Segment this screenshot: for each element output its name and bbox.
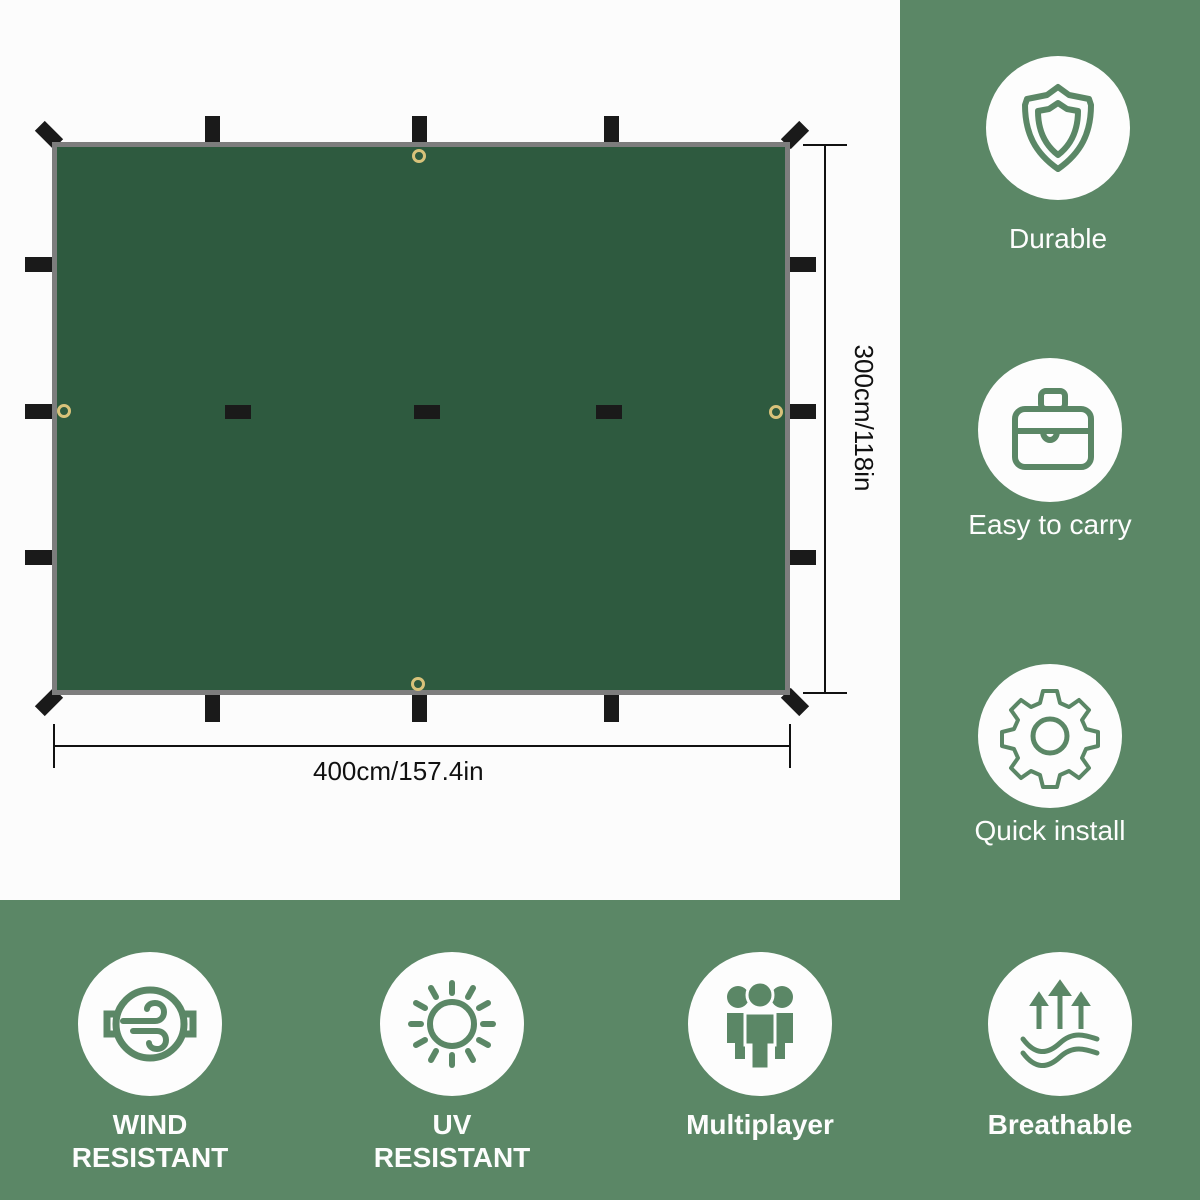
feature-multiplayer: Multiplayer <box>670 952 850 1141</box>
feature-label: Quick install <box>974 815 1126 846</box>
grommet-bottom <box>411 677 425 691</box>
edge-strap-right <box>790 550 816 565</box>
grommet-right <box>769 405 783 419</box>
edge-strap-left <box>25 550 52 565</box>
edge-strap-left <box>25 404 52 419</box>
feature-durable: Durable <box>983 56 1133 255</box>
feature-breathable: Breathable <box>970 952 1150 1141</box>
feature-label: Multiplayer <box>686 1109 834 1140</box>
edge-strap-left <box>25 257 52 272</box>
edge-strap-bottom <box>412 695 427 722</box>
feature-label: Breathable <box>987 1109 1133 1140</box>
feature-wind-resistant: WIND RESISTANT <box>60 952 240 1174</box>
edge-strap-right <box>790 404 816 419</box>
height-dimension-line <box>824 144 826 694</box>
grommet-left <box>57 404 71 418</box>
edge-strap-right <box>790 257 816 272</box>
people-icon <box>727 980 793 1071</box>
height-dimension-tick-top <box>803 144 847 146</box>
edge-strap-top <box>205 116 220 143</box>
edge-strap-top <box>412 116 427 143</box>
ridge-strap <box>414 405 440 419</box>
grommet-top <box>412 149 426 163</box>
edge-strap-bottom <box>205 695 220 722</box>
height-dimension-label: 300cm/118in <box>848 344 879 492</box>
edge-strap-top <box>604 116 619 143</box>
width-dimension-tick-left <box>53 724 55 768</box>
feature-uv-resistant: UV RESISTANT <box>362 952 542 1174</box>
ridge-strap <box>225 405 251 419</box>
gear-icon <box>1000 689 1100 789</box>
feature-easy-to-carry: Easy to carry <box>950 358 1150 541</box>
feature-label: Durable <box>1008 223 1108 254</box>
edge-strap-bottom <box>604 695 619 722</box>
breathable-arrows-icon <box>1020 979 1100 1068</box>
briefcase-icon <box>1012 388 1094 470</box>
sun-icon <box>408 980 496 1068</box>
feature-label: WIND RESISTANT <box>71 1109 229 1173</box>
shield-icon <box>1022 84 1094 172</box>
width-dimension-tick-right <box>789 724 791 768</box>
feature-quick-install: Quick install <box>950 664 1150 847</box>
feature-label: UV RESISTANT <box>373 1109 531 1173</box>
width-dimension-label: 400cm/157.4in <box>313 756 484 786</box>
height-dimension-tick-bottom <box>803 692 847 694</box>
ridge-strap <box>596 405 622 419</box>
feature-label: Easy to carry <box>968 509 1132 540</box>
width-dimension-line <box>53 745 791 747</box>
wind-icon <box>103 986 197 1062</box>
